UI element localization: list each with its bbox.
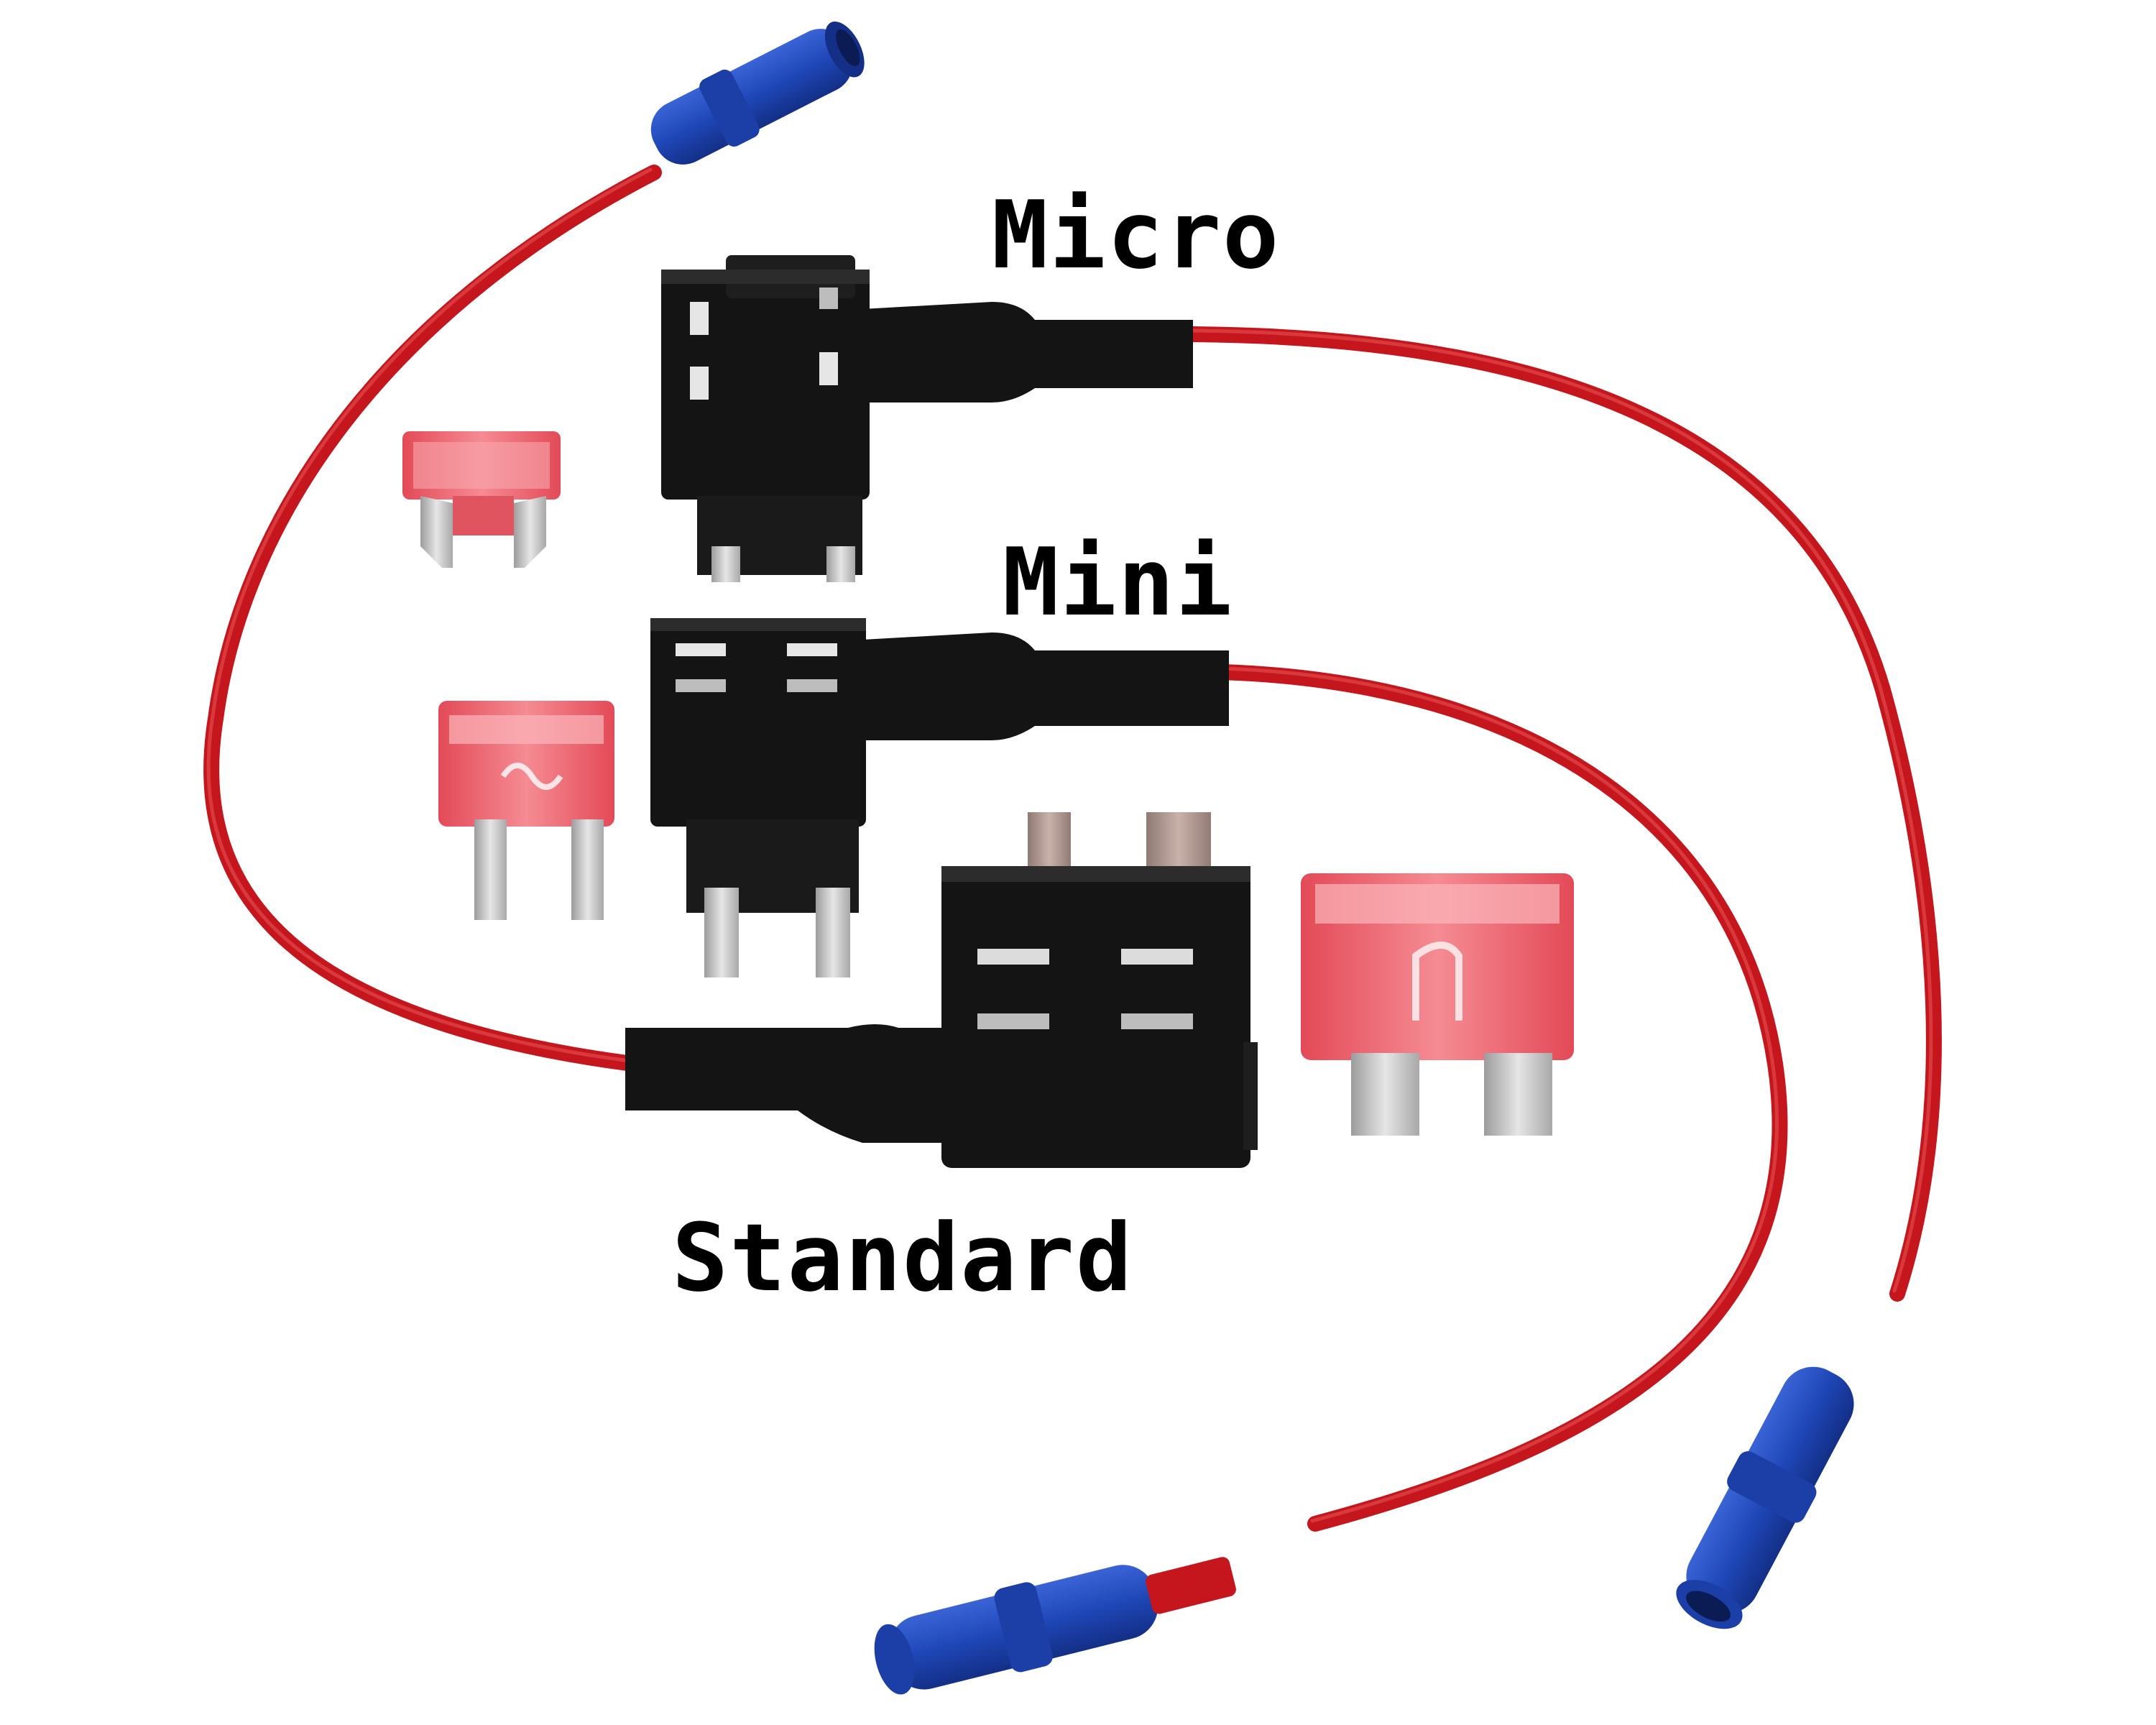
wire-left-loop xyxy=(203,165,662,1072)
butt-connector-bottom-icon xyxy=(874,1557,1236,1695)
standard-blade-fuse-icon xyxy=(1301,873,1574,1136)
fuse-tap-standard-icon xyxy=(625,812,1258,1168)
wire-mini xyxy=(1214,664,1788,1532)
butt-connector-top-icon xyxy=(650,21,865,165)
mini-blade-fuse-icon xyxy=(438,701,614,920)
wire-micro xyxy=(1185,326,1942,1302)
butt-connector-right-icon xyxy=(1676,1366,1854,1629)
fuse-tap-micro-icon xyxy=(661,255,1193,582)
mini-label: Mini xyxy=(1003,528,1234,637)
standard-label: Standard xyxy=(672,1203,1134,1312)
fuse-tap-mini-icon xyxy=(650,618,1229,978)
micro-label: Micro xyxy=(992,180,1281,290)
micro-blade-fuse-icon xyxy=(402,431,561,568)
